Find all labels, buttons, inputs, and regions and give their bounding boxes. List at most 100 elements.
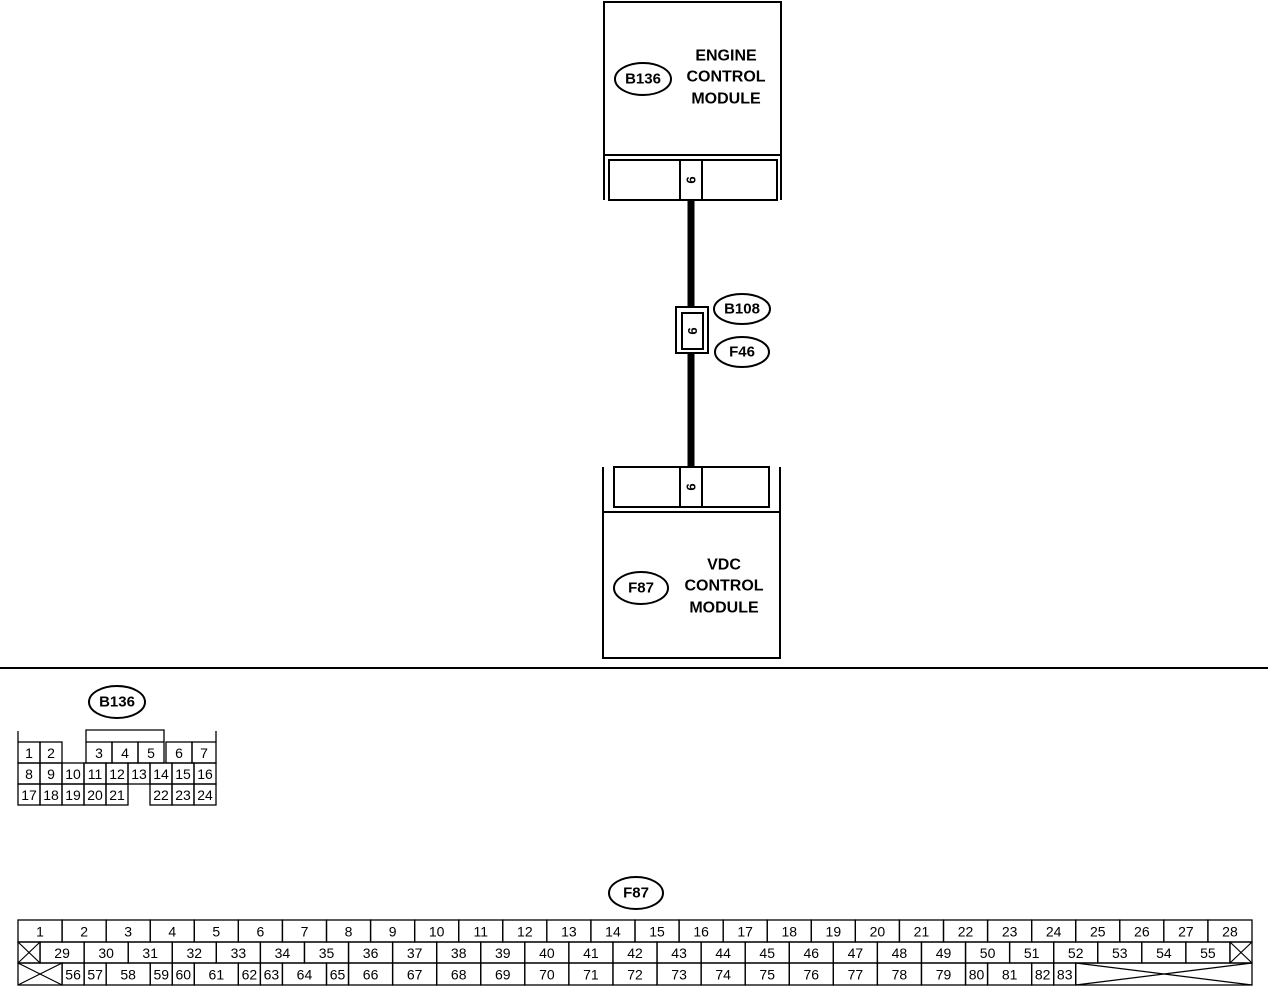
joint-connector: 9 B108 F46	[675, 293, 771, 368]
f87-pinout-id-badge	[608, 876, 664, 910]
f87-pin-number: 38	[451, 945, 467, 961]
f87-pin-number: 31	[142, 945, 158, 961]
f87-pin-number: 53	[1112, 945, 1128, 961]
f87-pin-number: 70	[539, 967, 555, 983]
f87-blocked-cavity-cross	[17, 962, 63, 986]
f87-pin-number: 40	[539, 945, 555, 961]
f87-pin-number: 1	[36, 924, 44, 940]
b136-pin-number: 19	[65, 787, 81, 803]
b136-pin-number: 4	[121, 745, 129, 761]
f87-pin-number: 36	[363, 945, 379, 961]
f87-pin-number: 47	[848, 945, 864, 961]
f87-pin-number: 45	[759, 945, 775, 961]
f87-pin-number: 77	[848, 967, 864, 983]
joint-connector-inner	[681, 312, 704, 350]
ecm-name-line-2: CONTROL	[686, 69, 765, 86]
ecm-connector-id-badge	[614, 62, 672, 96]
b136-pin-number: 7	[200, 745, 208, 761]
f87-pin-number: 18	[781, 924, 797, 940]
f87-pin-number: 50	[980, 945, 996, 961]
b136-pin-number: 12	[109, 766, 125, 782]
f87-pin-number: 64	[297, 967, 313, 983]
f87-pin-number: 58	[120, 967, 136, 983]
b136-pin-number: 20	[87, 787, 103, 803]
vdc-housing	[602, 467, 781, 659]
joint-upper-id: B108	[724, 301, 760, 318]
f87-pin-number: 17	[737, 924, 753, 940]
f87-pin-number: 5	[212, 924, 220, 940]
b136-pinout-id-badge	[88, 685, 146, 719]
b136-pin-number: 6	[175, 745, 183, 761]
b136-lock-tab	[85, 729, 165, 742]
f87-pin-number: 68	[451, 967, 467, 983]
joint-lower-id: F46	[729, 344, 755, 361]
f87-pin-number: 9	[389, 924, 397, 940]
b136-pin-cell	[193, 783, 217, 806]
f87-pin-number: 57	[87, 967, 103, 983]
f87-pin-number: 52	[1068, 945, 1084, 961]
f87-pin-number: 54	[1156, 945, 1172, 961]
f87-pin-number: 6	[256, 924, 264, 940]
f87-pin-number: 65	[330, 967, 346, 983]
b136-pin-cell	[105, 783, 129, 806]
f87-pin-number: 8	[345, 924, 353, 940]
f87-pin-number: 76	[803, 967, 819, 983]
f87-blocked-cavity-cross	[1075, 962, 1253, 986]
f87-pin-number: 49	[936, 945, 952, 961]
b136-pin-number: 24	[197, 787, 213, 803]
b136-pin-number: 11	[88, 766, 103, 782]
f87-pin-number: 14	[605, 924, 621, 940]
f87-pin-number: 41	[583, 945, 599, 961]
f87-pin-number: 43	[671, 945, 687, 961]
b136-pin-number: 16	[197, 766, 213, 782]
f87-pin-number: 25	[1090, 924, 1106, 940]
f87-pin-number: 30	[98, 945, 114, 961]
f87-pin-number: 21	[914, 924, 930, 940]
f87-pin-number: 71	[583, 967, 599, 983]
f87-pin-number: 7	[301, 924, 309, 940]
f87-pin-number: 79	[936, 967, 952, 983]
f87-pin-number: 3	[124, 924, 132, 940]
ecm-name-line-1: ENGINE	[695, 48, 757, 65]
f87-pin-number: 29	[54, 945, 70, 961]
f87-pin-number: 34	[275, 945, 291, 961]
f87-pin-number: 35	[319, 945, 335, 961]
f87-pin-number: 73	[671, 967, 687, 983]
b136-pin-number: 3	[95, 745, 103, 761]
f87-pin-number: 62	[242, 967, 258, 983]
vdc-name-line-1: VDC	[707, 557, 741, 574]
vdc-connector	[613, 466, 770, 508]
f87-pin-number: 48	[892, 945, 908, 961]
f87-pin-number: 32	[186, 945, 202, 961]
f87-pin-number: 81	[1002, 967, 1018, 983]
f87-pin-number: 63	[264, 967, 280, 983]
f87-pin-number: 46	[803, 945, 819, 961]
f87-pin-number: 66	[363, 967, 379, 983]
ecm-housing	[603, 1, 782, 200]
b136-pin-number: 21	[109, 787, 125, 803]
f87-pin-number: 61	[209, 967, 225, 983]
f87-pin-number: 44	[715, 945, 731, 961]
vdc-connector-id: F87	[628, 580, 654, 597]
f87-pinout-id: F87	[623, 885, 649, 902]
b136-pin-number: 2	[47, 745, 55, 761]
f87-pin-number: 37	[407, 945, 423, 961]
engine-control-module: 9 B136 ENGINE CONTROL MODULE	[603, 1, 782, 201]
f87-pin-number: 74	[715, 967, 731, 983]
ecm-name-line-3: MODULE	[691, 91, 761, 108]
f87-pin-number: 2	[80, 924, 88, 940]
f87-pin-number: 27	[1178, 924, 1194, 940]
f87-pin-number: 42	[627, 945, 643, 961]
vdc-control-module: 9 F87 VDC CONTROL MODULE	[602, 466, 781, 659]
vdc-pin-number: 9	[684, 483, 699, 490]
f87-pin-number: 51	[1024, 945, 1040, 961]
ecm-connector	[608, 159, 778, 201]
f87-pin-number: 26	[1134, 924, 1150, 940]
b136-pin-number: 23	[175, 787, 191, 803]
ecm-pin-number: 9	[684, 176, 699, 183]
b136-pin-number: 10	[65, 766, 81, 782]
